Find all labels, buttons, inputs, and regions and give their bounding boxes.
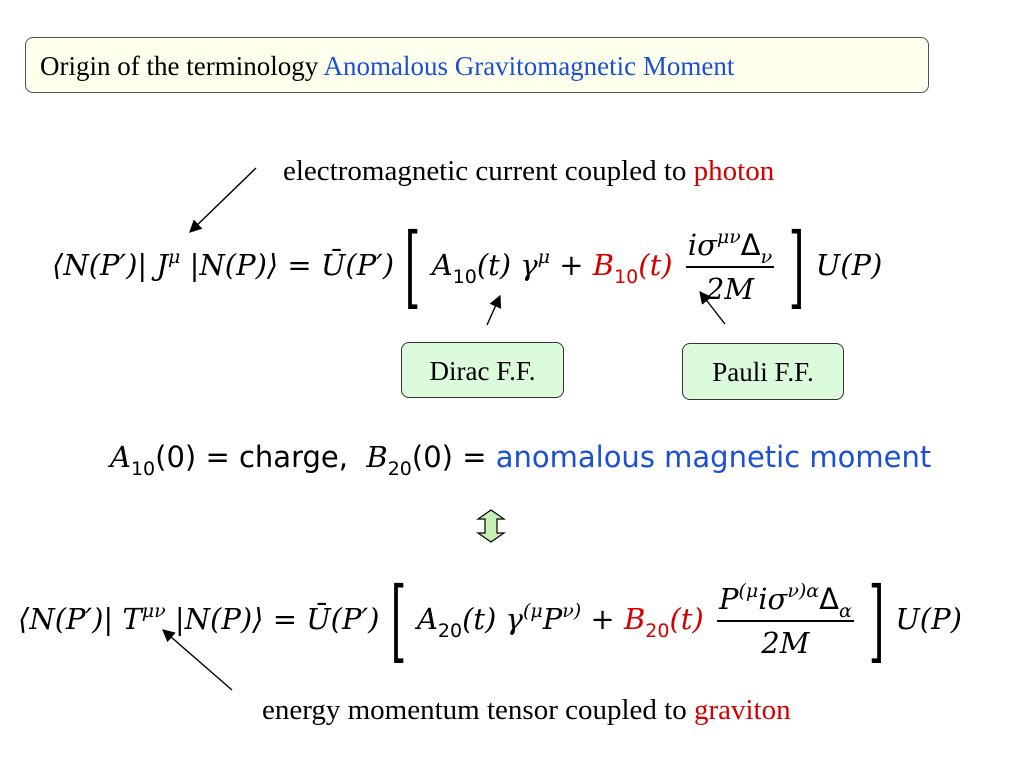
grav-ubar: Ū(P′) <box>306 602 380 636</box>
grav-rhs: U(P) <box>895 602 962 636</box>
grav-lhs-sup: μν <box>141 600 166 622</box>
em-frac-num-sup: μν <box>716 226 741 248</box>
em-frac-den: 2M <box>705 272 755 306</box>
rel-b-sym: B <box>366 440 388 474</box>
grav-a-arg: (t) γ <box>462 602 523 636</box>
em-a-arg: (t) γ <box>476 248 538 282</box>
em-a-sup: μ <box>537 246 551 268</box>
grav-a-p-sup: ν) <box>562 600 582 622</box>
em-frac-num-text: iσ <box>687 228 717 262</box>
caption-top-highlight: photon <box>693 155 775 187</box>
grav-a-p: P <box>542 602 563 636</box>
grav-fraction: P(μiσν)αΔα 2M <box>716 580 854 660</box>
title-prefix: Origin of the terminology <box>40 51 324 81</box>
grav-frac-num: P(μiσν)αΔα <box>716 580 854 622</box>
relation-line: A10(0) = charge, B20(0) = anomalous magn… <box>110 440 932 479</box>
pauli-label-box: Pauli F.F. <box>682 343 844 400</box>
grav-frac-num-text: P <box>718 582 739 616</box>
em-frac-num-end: Δ <box>740 228 761 262</box>
em-frac-num-sub: ν <box>760 246 773 268</box>
arrow-to-dirac <box>486 294 502 326</box>
rel-b-sub: 20 <box>387 458 412 480</box>
caption-top: electromagnetic current coupled to photo… <box>283 155 774 188</box>
grav-b-arg: (t) <box>669 602 704 636</box>
grav-left-bracket: [ <box>390 568 407 673</box>
grav-frac-num-sub: α <box>838 600 852 622</box>
em-right-bracket: ] <box>789 214 805 319</box>
em-b-sym: B <box>592 248 615 282</box>
arrow-to-pauli <box>699 291 726 325</box>
caption-bottom: energy momentum tensor coupled to gravit… <box>262 694 791 727</box>
grav-b-sub: 20 <box>645 620 670 642</box>
em-lhs-sup: μ <box>168 246 181 268</box>
grav-frac-den: 2M <box>761 626 810 660</box>
em-a-sub: 10 <box>452 266 477 288</box>
em-rhs: U(P) <box>815 248 883 282</box>
grav-frac-num-sup2: ν)α <box>787 580 820 602</box>
grav-right-bracket: ] <box>868 568 885 673</box>
em-fraction: iσμνΔν 2M <box>685 226 775 306</box>
grav-frac-num-sup: (μ <box>738 580 759 602</box>
em-ubar: Ū(P′) <box>320 248 395 282</box>
em-lhs-end: |N(P)⟩ = <box>180 248 321 282</box>
rel-charge: charge, <box>238 440 348 474</box>
grav-frac-num-end: Δ <box>819 582 839 616</box>
caption-bottom-text: energy momentum tensor coupled to <box>262 694 694 726</box>
up-down-double-arrow-icon <box>476 509 506 543</box>
grav-a-sup: (μ <box>522 600 543 622</box>
em-lhs: ⟨N(P′)| J <box>52 248 169 282</box>
arrow-to-tensor <box>162 629 233 691</box>
em-b-arg: (t) <box>638 248 673 282</box>
em-a-sym: A <box>431 248 453 282</box>
dirac-label: Dirac F.F. <box>429 356 536 386</box>
equation-grav: ⟨N(P′)| Tμν |N(P)⟩ = Ū(P′) [ A20(t) γ(μP… <box>18 576 962 666</box>
grav-b-sym: B <box>623 602 646 636</box>
grav-lhs: ⟨N(P′)| T <box>18 602 142 636</box>
title-highlight: Anomalous Gravitomagnetic Moment <box>323 51 735 81</box>
em-left-bracket: [ <box>405 214 421 319</box>
grav-frac-num-mid: iσ <box>758 582 788 616</box>
grav-a-sub: 20 <box>437 620 463 642</box>
caption-bottom-highlight: graviton <box>693 694 791 726</box>
grav-lhs-end: |N(P)⟩ = <box>165 602 307 636</box>
grav-plus: + <box>581 602 624 636</box>
rel-moment: anomalous magnetic moment <box>495 440 932 474</box>
rel-a-sym: A <box>110 440 131 474</box>
caption-top-text: electromagnetic current coupled to <box>283 155 694 187</box>
dirac-label-box: Dirac F.F. <box>401 342 564 398</box>
em-frac-num: iσμνΔν <box>685 226 775 268</box>
rel-b-val: (0) = <box>411 440 496 474</box>
arrow-to-current <box>189 167 257 233</box>
pauli-label: Pauli F.F. <box>712 357 814 387</box>
em-plus: + <box>550 248 593 282</box>
rel-a-sub: 10 <box>130 458 156 480</box>
equation-em: ⟨N(P′)| Jμ |N(P)⟩ = Ū(P′) [ A10(t) γμ + … <box>52 222 882 312</box>
grav-a-sym: A <box>416 602 438 636</box>
em-b-sub: 10 <box>614 266 639 288</box>
title-box: Origin of the terminology Anomalous Grav… <box>25 37 929 93</box>
rel-a-val: (0) = <box>155 440 239 474</box>
